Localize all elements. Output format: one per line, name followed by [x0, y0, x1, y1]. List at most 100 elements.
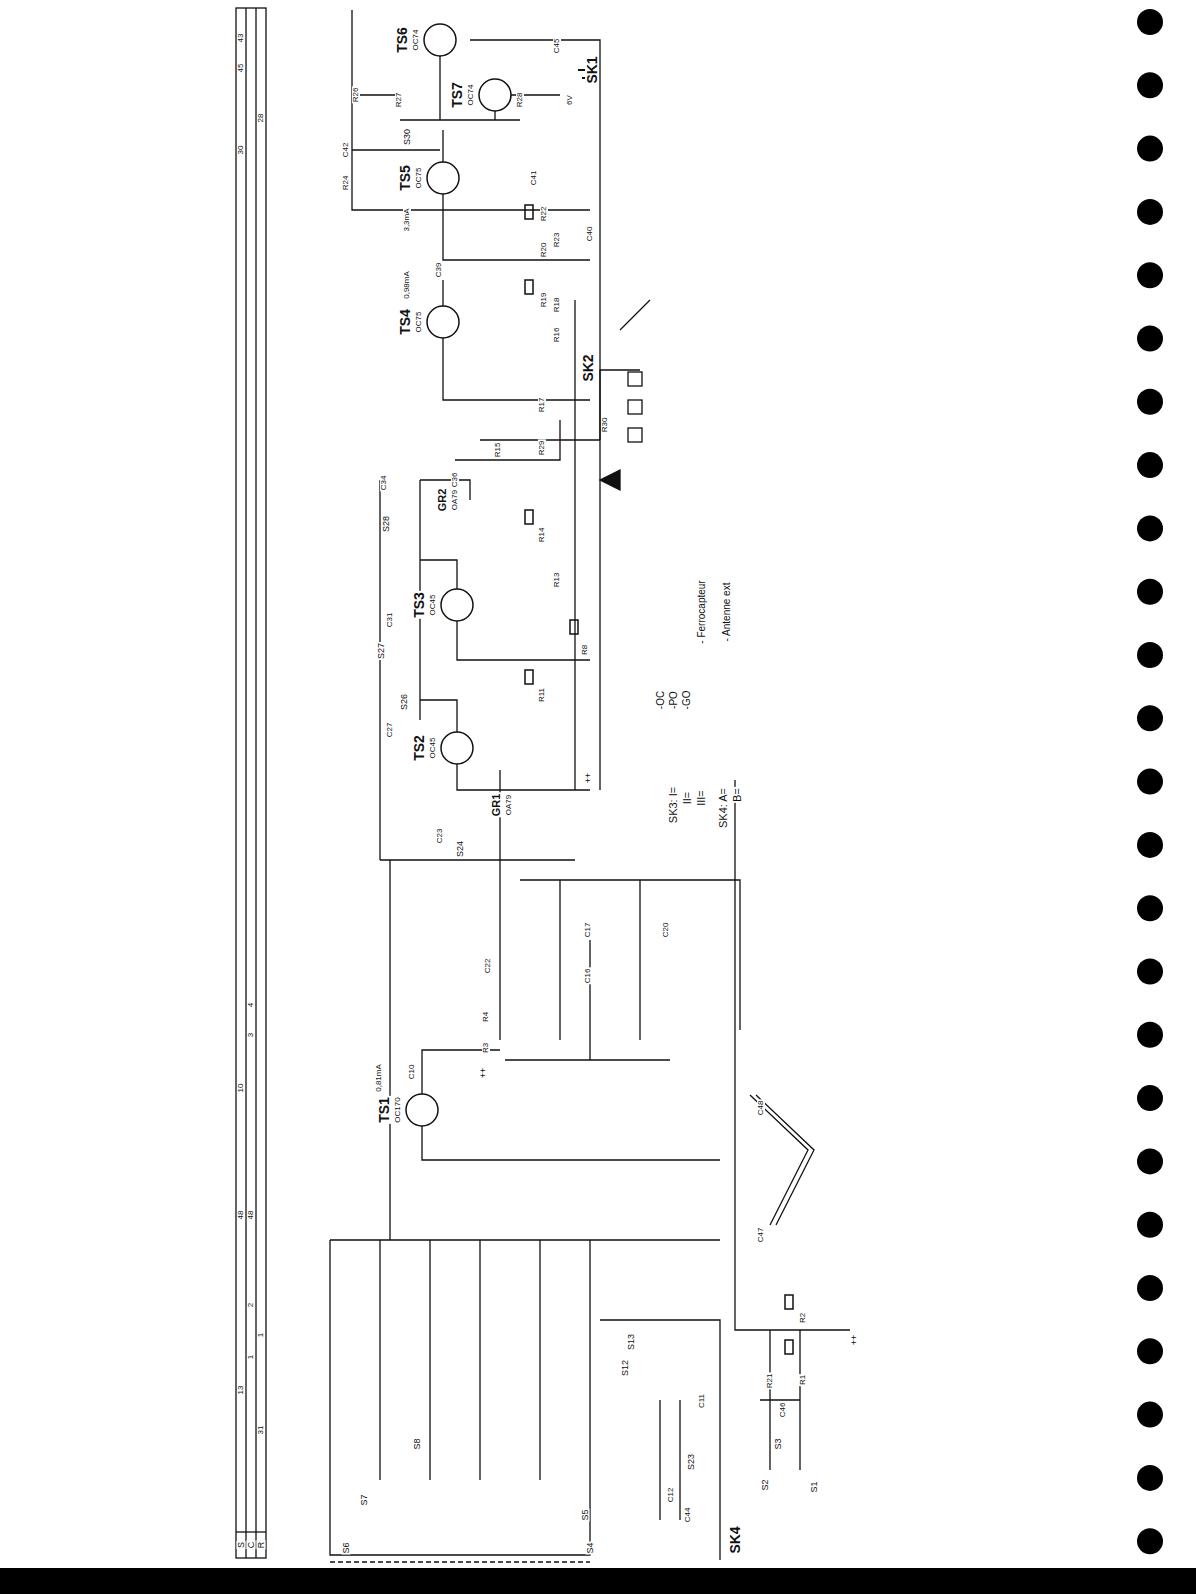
- component-label: R26: [352, 87, 360, 104]
- component-label: R13: [553, 572, 561, 589]
- component-label: S23: [687, 1453, 696, 1471]
- binder-hole: [1137, 642, 1163, 668]
- component-label: S30: [403, 128, 412, 146]
- resistor-symbols: [525, 205, 793, 1354]
- component-label: C17: [584, 922, 592, 939]
- binder-hole: [1137, 1212, 1163, 1238]
- component-label: R22: [540, 206, 548, 223]
- binder-hole: [1137, 199, 1163, 225]
- component-label: OC75: [415, 311, 423, 334]
- component-label: R20: [540, 242, 548, 259]
- component-label: ++: [479, 1067, 488, 1080]
- binder-hole: [1137, 1528, 1163, 1554]
- component-label: 3,3mA: [403, 207, 411, 232]
- component-label: 6V: [566, 94, 574, 106]
- component-label: OC45: [429, 594, 437, 617]
- component-label: SK4: A=: [718, 787, 729, 829]
- component-label: TS2: [412, 734, 426, 762]
- component-label: 1: [257, 1332, 265, 1338]
- component-label: C: [247, 1541, 256, 1550]
- component-label: 0,98mA: [403, 270, 411, 300]
- component-label: 48: [237, 1210, 245, 1221]
- binder-hole: [1137, 515, 1163, 541]
- component-label: R28: [516, 92, 524, 109]
- component-label: C22: [484, 958, 492, 975]
- component-label: C39: [435, 262, 443, 279]
- component-label: S8: [413, 1437, 422, 1450]
- component-label: R11: [538, 687, 546, 703]
- component-label: R: [257, 1541, 266, 1550]
- component-label: OC45: [429, 737, 437, 760]
- component-label: R18: [553, 297, 561, 314]
- component-label: 48: [247, 1210, 255, 1221]
- component-label: S1: [810, 1480, 819, 1493]
- component-label: C34: [380, 475, 388, 492]
- component-label: OC170: [394, 1096, 402, 1123]
- component-label: GR1: [491, 793, 502, 818]
- component-label: R23: [553, 232, 561, 249]
- component-label: 3: [247, 1032, 255, 1038]
- component-label: 30: [237, 145, 245, 156]
- component-label: TS3: [412, 591, 426, 619]
- binder-hole: [1137, 895, 1163, 921]
- component-label: R4: [482, 1011, 490, 1023]
- component-label: R14: [538, 527, 546, 544]
- component-label: C11: [698, 1393, 706, 1409]
- component-label: 10: [237, 1083, 245, 1094]
- component-label: S13: [627, 1333, 636, 1351]
- component-label: C23: [436, 828, 444, 845]
- transistor-symbols: [406, 24, 511, 1126]
- component-label: SK1: [585, 55, 599, 84]
- component-label: C20: [662, 922, 670, 939]
- component-label: C44: [684, 1507, 692, 1524]
- component-label: OC74: [467, 84, 475, 107]
- binder-hole: [1137, 1275, 1163, 1301]
- component-label: R1: [799, 1374, 807, 1386]
- component-label: C45: [553, 38, 561, 55]
- component-label: C27: [386, 722, 394, 739]
- component-label: C31: [386, 612, 394, 629]
- binder-hole: [1137, 1338, 1163, 1364]
- binder-hole: [1137, 579, 1163, 605]
- binder-hole: [1137, 326, 1163, 352]
- component-label: S2: [761, 1478, 770, 1491]
- component-label: R17: [538, 397, 546, 414]
- component-label: R8: [581, 644, 589, 656]
- component-label: 31: [257, 1425, 265, 1436]
- component-label: C16: [584, 968, 592, 985]
- binder-hole: [1137, 1402, 1163, 1428]
- binder-hole: [1137, 1465, 1163, 1491]
- component-label: 1: [247, 1354, 255, 1360]
- component-label: - Ferrocapteur: [697, 579, 707, 644]
- component-label: 0,81mA: [375, 1063, 383, 1093]
- binder-hole: [1137, 1022, 1163, 1048]
- component-label: S28: [382, 515, 391, 533]
- binder-hole: [1137, 1148, 1163, 1174]
- component-label: C36: [451, 472, 459, 489]
- wires: [236, 8, 850, 1560]
- component-label: S5: [581, 1508, 590, 1521]
- component-label: - Antenne ext: [722, 582, 732, 643]
- component-label: SK4: [728, 1525, 742, 1554]
- component-label: SK3: I=: [668, 786, 679, 824]
- binder-holes: [1137, 9, 1163, 1554]
- component-label: ++: [584, 772, 593, 785]
- component-label: C47: [757, 1227, 765, 1244]
- component-label: S3: [774, 1437, 783, 1450]
- component-label: S4: [586, 1541, 595, 1554]
- component-label: -GO: [682, 690, 692, 711]
- component-label: 28: [257, 113, 265, 124]
- component-label: OA79: [451, 489, 459, 511]
- component-label: S12: [621, 1359, 630, 1377]
- scan-edge: [0, 1568, 1196, 1594]
- binder-hole: [1137, 136, 1163, 162]
- component-label: TS7: [450, 81, 464, 109]
- component-label: OC74: [412, 29, 420, 52]
- component-label: 43: [237, 33, 245, 44]
- component-label: S7: [360, 1493, 369, 1506]
- component-label: TS1: [377, 1096, 391, 1124]
- component-label: C46: [779, 1402, 787, 1419]
- component-label: TS5: [398, 164, 412, 192]
- component-label: C12: [667, 1487, 675, 1504]
